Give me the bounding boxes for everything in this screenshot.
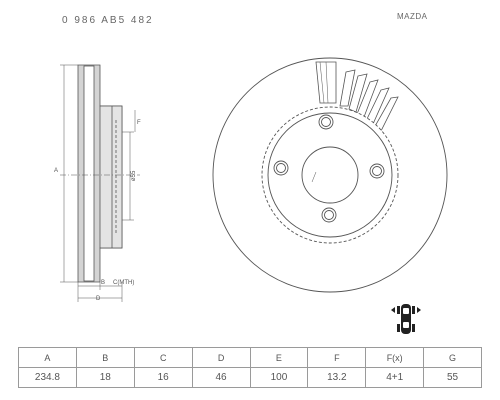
spec-header-fx: F(x): [365, 347, 425, 368]
spec-value-e: 100: [249, 367, 309, 388]
spec-header-a: A: [18, 347, 77, 368]
part-number: 0 986 AB5 482: [62, 15, 154, 26]
dim-label-e: ø55: [131, 170, 137, 181]
spec-header-row: A B C D E F F(x) G: [18, 347, 482, 368]
spec-value-f: 13.2: [307, 367, 367, 388]
dim-label-d: D: [96, 296, 101, 302]
spec-header-d: D: [191, 347, 251, 368]
spec-value-c: 16: [133, 367, 193, 388]
car-front-axle-icon: [391, 304, 421, 334]
spec-table: A B C D E F F(x) G 234.8 18 16 46 100 13…: [18, 347, 482, 388]
dim-label-f: F: [137, 120, 141, 126]
spec-value-fx: 4+1: [365, 367, 425, 388]
spec-value-b: 18: [75, 367, 135, 388]
spec-header-g: G: [423, 347, 482, 368]
dim-label-c: C(MTH): [113, 280, 134, 286]
center-bore: [301, 146, 359, 204]
dim-label-a: A: [54, 168, 58, 174]
spec-header-e: E: [249, 347, 309, 368]
spec-header-b: B: [75, 347, 135, 368]
spec-value-d: 46: [191, 367, 251, 388]
spec-header-c: C: [133, 347, 193, 368]
spec-value-row: 234.8 18 16 46 100 13.2 4+1 55: [18, 367, 482, 388]
side-view: [60, 64, 140, 302]
spec-value-a: 234.8: [18, 367, 77, 388]
spec-value-g: 55: [423, 367, 482, 388]
vent-channel: [83, 65, 95, 282]
dim-label-b: B: [101, 280, 105, 286]
spec-header-f: F: [307, 347, 367, 368]
brand-label: MAZDA: [397, 12, 428, 21]
hat-face: [99, 105, 123, 249]
front-view: [212, 57, 448, 293]
